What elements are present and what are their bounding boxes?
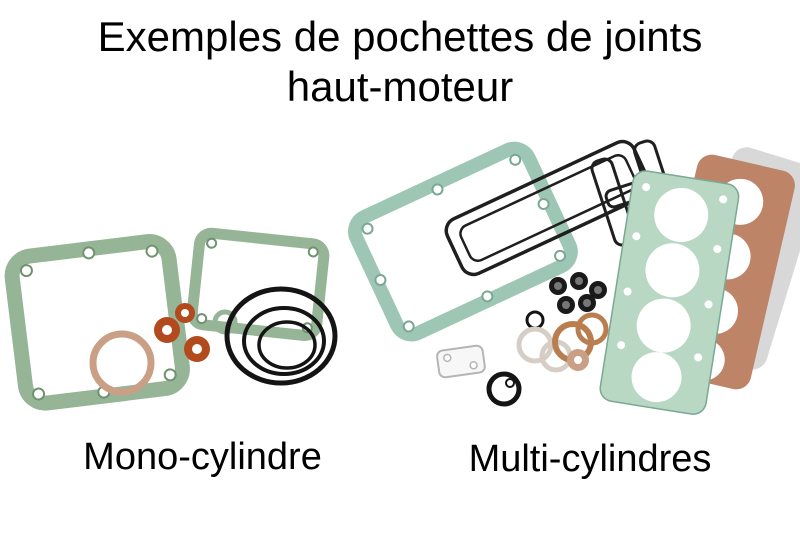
page-title: Exemples de pochettes de joints haut-mot… (0, 12, 800, 113)
head-gasket-small (186, 227, 330, 341)
bolt-hole (196, 313, 208, 325)
bolt-hole (374, 274, 387, 287)
black-gasket-inner (459, 154, 637, 262)
four-cylinder-head-gasket (599, 170, 740, 415)
small-o-ring (525, 310, 545, 330)
bolt-hole (402, 320, 415, 333)
bolt-hole (694, 353, 703, 362)
o-ring (242, 306, 326, 376)
bolt-hole (719, 195, 728, 204)
head-gasket-band (186, 227, 330, 341)
valve-seal-hole (554, 282, 562, 290)
valve-seal-hole (594, 286, 602, 294)
black-cover-gasket (444, 139, 652, 277)
bolt-hole (623, 287, 632, 296)
bolt-hole (145, 244, 159, 258)
o-ring (257, 320, 317, 370)
bolt-hole (554, 249, 567, 262)
paper-ring (89, 330, 155, 396)
bolt-hole (82, 246, 96, 260)
bolt-hole (469, 361, 478, 370)
valve-seal-hole (575, 277, 583, 285)
bolt-hole (537, 197, 550, 210)
small-o-ring (505, 378, 515, 388)
bolt-hole (642, 183, 651, 192)
bolt-hole (713, 245, 722, 254)
cylinder-bore (654, 187, 709, 242)
washer-hole (574, 356, 582, 364)
teal-cover-gasket (348, 141, 578, 342)
copper-ring (575, 312, 609, 346)
bolt-hole (704, 300, 713, 309)
valve-seal-hole (562, 301, 570, 309)
caption-mono-cylindre: Mono-cylindre (83, 436, 322, 478)
title-line1: Exemples de pochettes de joints (97, 13, 703, 60)
bolt-hole (307, 246, 319, 258)
caption-multi-cylindres: Multi-cylindres (468, 438, 712, 480)
bolt-hole (32, 387, 46, 401)
cylinder-bore (645, 243, 700, 298)
washer-hole (162, 325, 172, 335)
bolt-hole (481, 290, 494, 303)
cylinder-bore (631, 352, 682, 403)
o-ring-set (224, 286, 338, 386)
bolt-hole (361, 222, 374, 235)
bolt-hole (617, 341, 626, 350)
bolt-hole (509, 153, 522, 166)
washer-stack (516, 312, 609, 373)
bolt-hole (632, 232, 641, 241)
cylinder-bore (636, 298, 691, 353)
copper-washers (154, 303, 210, 362)
valve-seals (549, 272, 607, 314)
mono-cylinder-gasket-group (4, 227, 338, 411)
multi-cylinder-gasket-group (348, 139, 800, 415)
valve-seal-hole (583, 299, 591, 307)
bolt-hole (443, 353, 452, 363)
black-gasket-outer (444, 139, 652, 277)
bolt-hole (206, 237, 218, 249)
o-ring (486, 371, 522, 407)
small-rect-gasket (436, 344, 486, 379)
washer-hole (181, 309, 189, 317)
bolt-hole (163, 368, 177, 382)
o-ring (224, 286, 338, 386)
bolt-hole (431, 183, 444, 196)
title-line2: haut-moteur (286, 63, 514, 111)
rect-gasket-body (436, 344, 486, 379)
bolt-hole (19, 264, 33, 278)
o-ring-pair (486, 371, 522, 407)
washer-hole (192, 344, 202, 354)
